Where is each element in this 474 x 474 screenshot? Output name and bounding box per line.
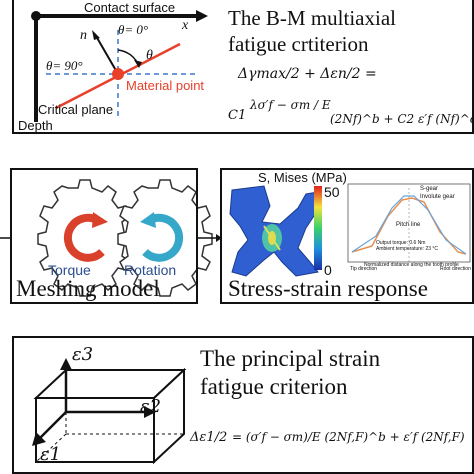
stress-strain-caption: Stress-strain response — [228, 276, 428, 301]
chart-legend-involute: Involute gear — [420, 194, 455, 200]
meshing-model-panel — [10, 168, 198, 304]
principal-eq-rhs: = (σ′f − σm)/E (2Nf,F)^b + ε′f (2Nf,F) — [232, 430, 465, 444]
theta-ninety-label: θ= 90° — [46, 58, 83, 73]
chart-xlabel: Normalized distance along the tooth prof… — [364, 262, 459, 268]
principal-strain-panel — [12, 336, 474, 474]
gear-right-icon — [117, 179, 213, 297]
bm-equation-terms: (2Nf)^b + C2 ε′f (Nf)^c — [330, 112, 474, 126]
critical-plane-label: Critical plane — [38, 102, 114, 117]
bm-criterion-panel — [12, 0, 474, 134]
chart-legend-sgear: S-gear — [420, 186, 439, 192]
bm-equation-c1: C1 — [228, 108, 247, 123]
chart-root-direction: Root direction — [440, 266, 471, 272]
theta-arc — [117, 49, 139, 65]
principal-title-line1: The principal strain — [200, 346, 381, 371]
chart-pitch-line: Pitch line — [396, 222, 421, 228]
legend-min-label: 0 — [324, 262, 332, 278]
depth-label: Depth — [18, 118, 53, 133]
bm-title-line2: fatigue crtiterion — [228, 32, 369, 56]
material-point-dot — [112, 68, 124, 80]
epsilon2-label: ε2 — [140, 396, 162, 417]
bm-equation-fraction: λσ′f − σm / E — [250, 98, 331, 112]
chart-tip-direction: Tip direction — [350, 266, 378, 272]
x-axis-label: x — [182, 18, 189, 33]
legend-max-label: 50 — [324, 184, 340, 200]
chart-note-temp: Ambient temperature: 23 °C — [376, 246, 439, 252]
contact-pressure-chart — [347, 183, 471, 263]
coordinate-axes — [31, 10, 208, 122]
theta-zero-label: θ= 0° — [118, 22, 149, 37]
epsilon3-label: ε3 — [72, 344, 94, 365]
strain-axes — [32, 358, 156, 446]
mises-legend-title: S, Mises (MPa) — [258, 170, 347, 185]
normal-label: n — [80, 28, 87, 43]
stress-contour-gear — [229, 185, 319, 277]
principal-eq-lhs: Δε1/2 — [190, 430, 228, 445]
principal-title-line2: fatigue criterion — [200, 374, 348, 399]
stress-strain-panel — [220, 168, 474, 304]
bm-equation-top: Δγmax/2 + Δεn/2 = — [238, 66, 377, 82]
epsilon1-label: ε1 — [40, 444, 62, 465]
normal-vector — [95, 35, 119, 75]
torque-label: Torque — [48, 262, 91, 278]
chart-note-torque: Output torque: 0.6 Nm — [376, 240, 426, 246]
gear-left-icon — [37, 179, 133, 297]
color-legend-bar — [314, 186, 322, 270]
contact-surface-label: Contact surface — [84, 0, 176, 15]
meshing-model-caption: Meshing model — [16, 276, 160, 301]
bm-title-line1: The B-M multiaxial — [228, 6, 396, 30]
theta-label: θ — [146, 48, 153, 63]
rotation-label: Rotation — [124, 262, 177, 278]
material-point-label: Material point — [126, 78, 205, 93]
